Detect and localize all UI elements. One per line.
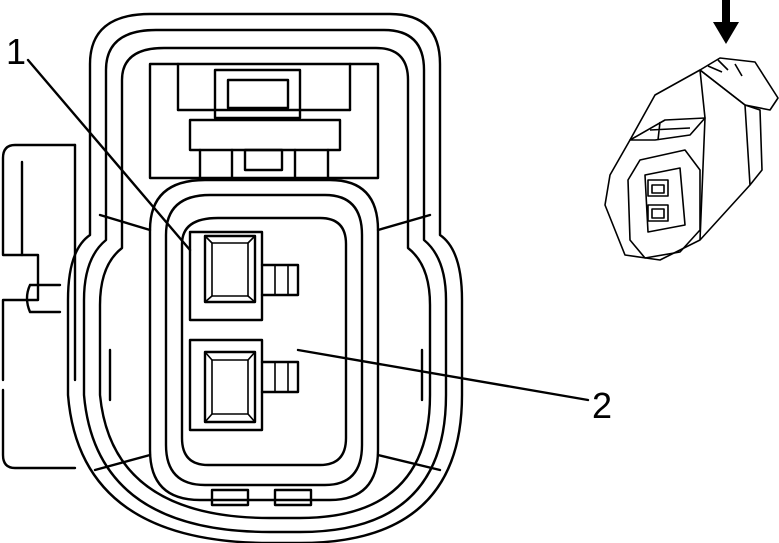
housing-outer [66,12,464,543]
callout-2-leader [296,348,590,402]
top-lock [148,62,380,180]
housing-ribs [93,213,442,507]
cavity-mid [164,193,364,487]
callout-2-label: 2 [592,385,612,426]
callout-1-leader [26,58,192,252]
terminal-2 [188,338,300,432]
connector-face-view [1,12,590,543]
terminal-1 [188,230,300,322]
housing-inner-2 [98,46,432,520]
housing-inner-1 [82,28,448,534]
connector-iso-view [604,57,779,261]
cavity-inner [180,216,348,467]
callout-1-label: 1 [6,31,26,72]
side-latch [1,143,77,470]
cavity-outer [148,178,380,502]
down-arrow-icon [713,0,739,44]
